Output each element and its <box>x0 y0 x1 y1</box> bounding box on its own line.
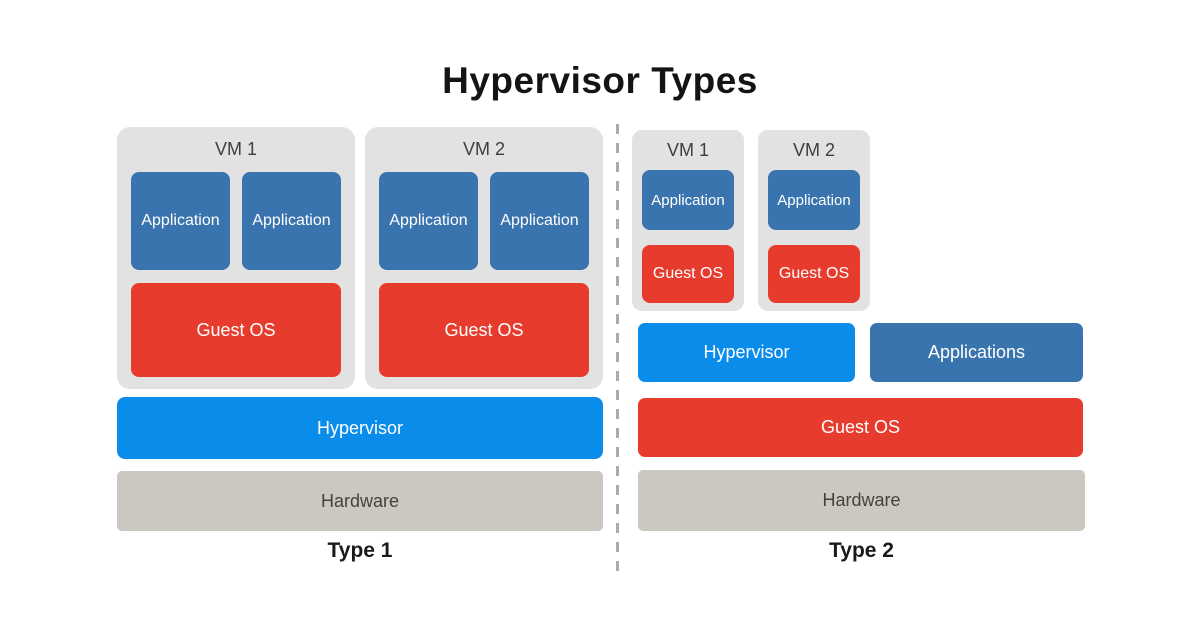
type2-vm-row: VM 1 Application Guest OS VM 2 Applicati… <box>632 130 870 311</box>
type2-vm2-container: VM 2 Application Guest OS <box>758 130 870 311</box>
application-box: Application <box>242 172 341 270</box>
application-box: Application <box>379 172 478 270</box>
type1-vm2-container: VM 2 Application Application Guest OS <box>365 127 603 389</box>
type2-applications-box: Applications <box>870 323 1083 382</box>
type2-hardware-bar: Hardware <box>638 470 1085 531</box>
application-box: Application <box>131 172 230 270</box>
guest-os-box: Guest OS <box>642 245 734 303</box>
type1-vm-row: VM 1 Application Application Guest OS VM… <box>117 127 603 389</box>
type1-vm1-apps-row: Application Application <box>131 172 341 270</box>
type1-vm1-title: VM 1 <box>214 139 257 159</box>
guest-os-box: Guest OS <box>131 283 341 377</box>
type2-label: Type 2 <box>829 539 894 562</box>
type2-vm2-title: VM 2 <box>792 139 835 160</box>
type1-vm2-apps-row: Application Application <box>379 172 589 270</box>
type1-hardware-bar: Hardware <box>117 471 603 531</box>
type1-vm2-title: VM 2 <box>462 139 505 159</box>
divider-dashed-line <box>616 124 619 576</box>
type2-guest-os-bar: Guest OS <box>638 398 1083 457</box>
type2-vm1-title: VM 1 <box>666 139 709 160</box>
type2-vm1-container: VM 1 Application Guest OS <box>632 130 744 311</box>
guest-os-box: Guest OS <box>379 283 589 377</box>
application-box: Application <box>490 172 589 270</box>
guest-os-box: Guest OS <box>768 245 860 303</box>
type1-hypervisor-bar: Hypervisor <box>117 397 603 459</box>
application-box: Application <box>768 170 860 230</box>
type1-vm1-container: VM 1 Application Application Guest OS <box>117 127 355 389</box>
page-title: Hypervisor Types <box>442 60 758 101</box>
type2-hypervisor-box: Hypervisor <box>638 323 855 382</box>
application-box: Application <box>642 170 734 230</box>
type1-label: Type 1 <box>327 539 393 562</box>
